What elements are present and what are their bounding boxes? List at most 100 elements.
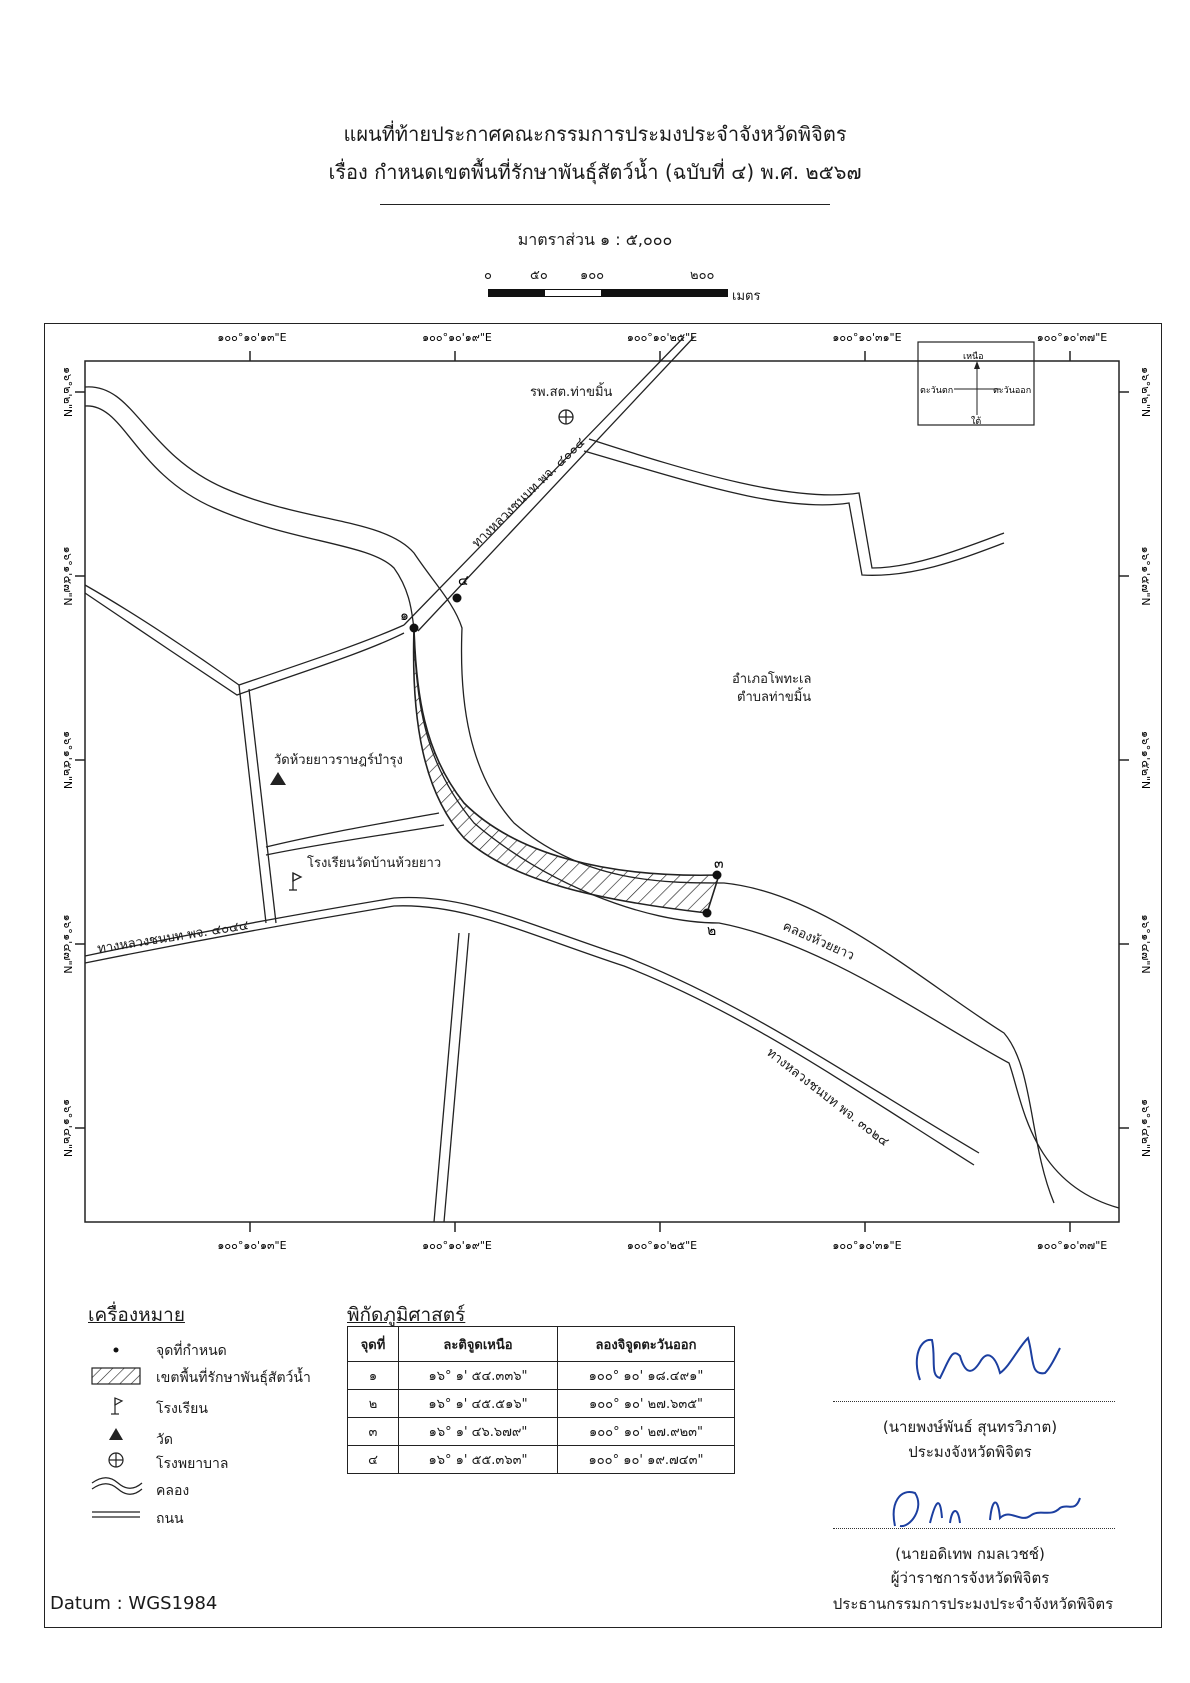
road-4004-line-1: [403, 336, 685, 626]
road-east-line-2: [583, 450, 1005, 576]
coordinates-table: จุดที่ ละติจูดเหนือ ลองจิจูดตะวันออก ๑๑๖…: [347, 1326, 735, 1474]
road-vertical-west-2: [248, 688, 277, 924]
compass-west: ตะวันตก: [920, 386, 953, 396]
point-3-label: ๓: [714, 856, 724, 872]
canal-bank-north: [84, 386, 1055, 1204]
school-flag-icon: [111, 1397, 124, 1415]
lat-tick-right-4: ๑๖°๑'๔๗"N: [1139, 914, 1152, 973]
map-frame: [84, 360, 1120, 1223]
title-line-1: แผนที่ท้ายประกาศคณะกรรมการประมงประจำจังห…: [343, 122, 847, 146]
signature-1-image: [915, 1336, 1061, 1381]
table-row: ๒๑๖° ๑' ๔๕.๕๑๖"๑๐๐° ๑๐' ๒๗.๖๓๕": [347, 1389, 735, 1418]
datum-label: Datum : WGS1984: [50, 1593, 218, 1614]
lon-tick-top-1: ๑๐๐°๑๐'๑๓"E: [217, 331, 286, 344]
road-vertical-west-1: [238, 684, 267, 924]
point-1-label: ๑: [400, 608, 409, 624]
point-2-dot: [702, 908, 712, 918]
road-west-line-2: [84, 592, 405, 696]
road-line-icon: [92, 1511, 140, 1518]
legend-item-zone: เขตพื้นที่รักษาพันธุ์สัตว์น้ำ: [156, 1370, 311, 1386]
point-1-dot: [409, 623, 419, 633]
signature-1-name: (นายพงษ์พันธ์ สุนทรวิภาต): [882, 1418, 1058, 1436]
lon-tick-top-2: ๑๐๐°๑๐'๑๙"E: [422, 331, 492, 344]
school-label: โรงเรียนวัดบ้านห้วยยาว: [307, 855, 441, 871]
road-south-1: [433, 932, 460, 1223]
signature-2-name: (นายอดิเทพ กมลเวชช์): [895, 1545, 1045, 1563]
lon-tick-bottom-5: ๑๐๐°๑๐'๓๗"E: [1037, 1239, 1107, 1252]
map: ๑๐๐°๑๐'๑๓"E ๑๐๐°๑๐'๑๙"E ๑๐๐°๑๐'๒๕"E ๑๐๐°…: [61, 331, 1152, 1252]
subdistrict-label: ตำบลท่าขมิ้น: [737, 687, 811, 705]
scalebar-unit: เมตร: [732, 289, 761, 304]
lat-tick-left-1: ๑๖°๒'๒"N: [61, 367, 74, 417]
compass-east: ตะวันออก: [993, 386, 1031, 396]
scale-text: มาตราส่วน ๑ : ๕,๐๐๐: [517, 230, 673, 249]
lat-tick-right-5: ๑๖°๑'๔๒"N: [1139, 1099, 1152, 1157]
signature-1-position: ประมงจังหวัดพิจิตร: [908, 1443, 1032, 1461]
coordinates-title: พิกัดภูมิศาสตร์: [347, 1304, 466, 1326]
table-row: ๑๑๖° ๑' ๕๔.๓๓๖"๑๐๐° ๑๐' ๑๘.๔๙๑": [347, 1361, 735, 1390]
lat-tick-left-3: ๑๖°๑'๕๒"N: [61, 731, 74, 789]
hospital-cross-icon: [558, 409, 574, 425]
legend-symbols: [91, 1347, 143, 1518]
title-line-2: เรื่อง กำหนดเขตพื้นที่รักษาพันธุ์สัตว์น้…: [328, 160, 862, 184]
lon-tick-top-3: ๑๐๐°๑๐'๒๕"E: [627, 331, 697, 344]
signature-2-line: [833, 1528, 1115, 1529]
legend-item-temple: วัด: [156, 1432, 173, 1448]
lat-tick-left-5: ๑๖°๑'๔๒"N: [61, 1099, 74, 1157]
temple-triangle-icon: [270, 772, 286, 785]
legend-item-point: จุดที่กำหนด: [156, 1343, 227, 1359]
table-row: ๔๑๖° ๑' ๕๕.๓๖๓"๑๐๐° ๑๐' ๑๙.๗๔๓": [347, 1445, 735, 1474]
signature-2-position2: ประธานกรรมการประมงประจำจังหวัดพิจิตร: [832, 1595, 1114, 1613]
legend-item-hospital: โรงพยาบาล: [156, 1456, 229, 1472]
lon-tick-bottom-1: ๑๐๐°๑๐'๑๓"E: [217, 1239, 286, 1252]
outer-frame: [44, 323, 1162, 1628]
signature-2-image: [892, 1491, 1081, 1528]
table-header-row: จุดที่ ละติจูดเหนือ ลองจิจูดตะวันออก: [347, 1326, 735, 1362]
legend-item-road: ถนน: [156, 1511, 184, 1527]
road-mid-1: [265, 812, 440, 848]
legend-title: เครื่องหมาย: [88, 1304, 185, 1326]
scalebar-label-0: ๐: [484, 268, 492, 283]
lon-tick-top-4: ๑๐๐°๑๐'๓๑"E: [832, 331, 901, 344]
scalebar: [488, 289, 728, 297]
lon-tick-bottom-3: ๑๐๐°๑๐'๒๕"E: [627, 1239, 697, 1252]
school-flag-icon: [289, 871, 303, 891]
district-label: อำเภอโพทะเล: [732, 671, 811, 687]
signature-2-position: ผู้ว่าราชการจังหวัดพิจิตร: [890, 1569, 1050, 1587]
legend-item-canal: คลอง: [156, 1483, 190, 1499]
road-4044-line-1: [84, 896, 980, 1154]
scalebar-label-50: ๕๐: [530, 268, 548, 283]
legend-item-school: โรงเรียน: [156, 1401, 208, 1417]
lon-tick-bottom-2: ๑๐๐°๑๐'๑๙"E: [422, 1239, 492, 1252]
lat-tick-left-2: ๑๖°๑'๕๗"N: [61, 546, 74, 605]
scalebar-label-100: ๑๐๐: [580, 268, 605, 283]
header-point: จุดที่: [347, 1326, 399, 1362]
header-lon: ลองจิจูดตะวันออก: [557, 1326, 735, 1362]
point-2-label: ๒: [707, 923, 716, 939]
road-mid-2: [265, 824, 445, 856]
lat-tick-right-3: ๑๖°๑'๕๒"N: [1139, 731, 1152, 789]
road-4004-label: ทางหลวงชนบท พจ. ๔๐๐๔: [469, 435, 588, 551]
road-south-2: [443, 932, 470, 1223]
compass-south: ใต้: [971, 416, 981, 427]
north-arrow: เหนือ ใต้ ตะวันออก ตะวันตก: [917, 341, 1035, 427]
lon-tick-bottom-4: ๑๐๐°๑๐'๓๑"E: [832, 1239, 901, 1252]
compass-north: เหนือ: [963, 351, 984, 362]
hospital-cross-icon: [108, 1452, 124, 1468]
lon-tick-top-5: ๑๐๐°๑๐'๓๗"E: [1037, 331, 1107, 344]
point-4-label: ๔: [458, 573, 469, 589]
lat-tick-right-1: ๑๖°๒'๒"N: [1139, 367, 1152, 417]
header-lat: ละติจูดเหนือ: [398, 1326, 558, 1362]
temple-label: วัดห้วยยาวราษฎร์บำรุง: [274, 752, 403, 768]
road-west-line-1: [84, 584, 405, 686]
scalebar-label-200: ๒๐๐: [690, 268, 715, 283]
title-rule: [380, 204, 830, 205]
road-4004-line-2: [417, 336, 695, 632]
conservation-zone: [412, 627, 721, 914]
canal-bank-south: [84, 405, 1120, 1209]
road-4044-line-2: [84, 905, 975, 1166]
frame-ticks: [75, 351, 1129, 1232]
lat-tick-right-2: ๑๖°๑'๕๗"N: [1139, 546, 1152, 605]
lat-tick-left-4: ๑๖°๑'๔๗"N: [61, 914, 74, 973]
signature-1-line: [833, 1401, 1115, 1402]
